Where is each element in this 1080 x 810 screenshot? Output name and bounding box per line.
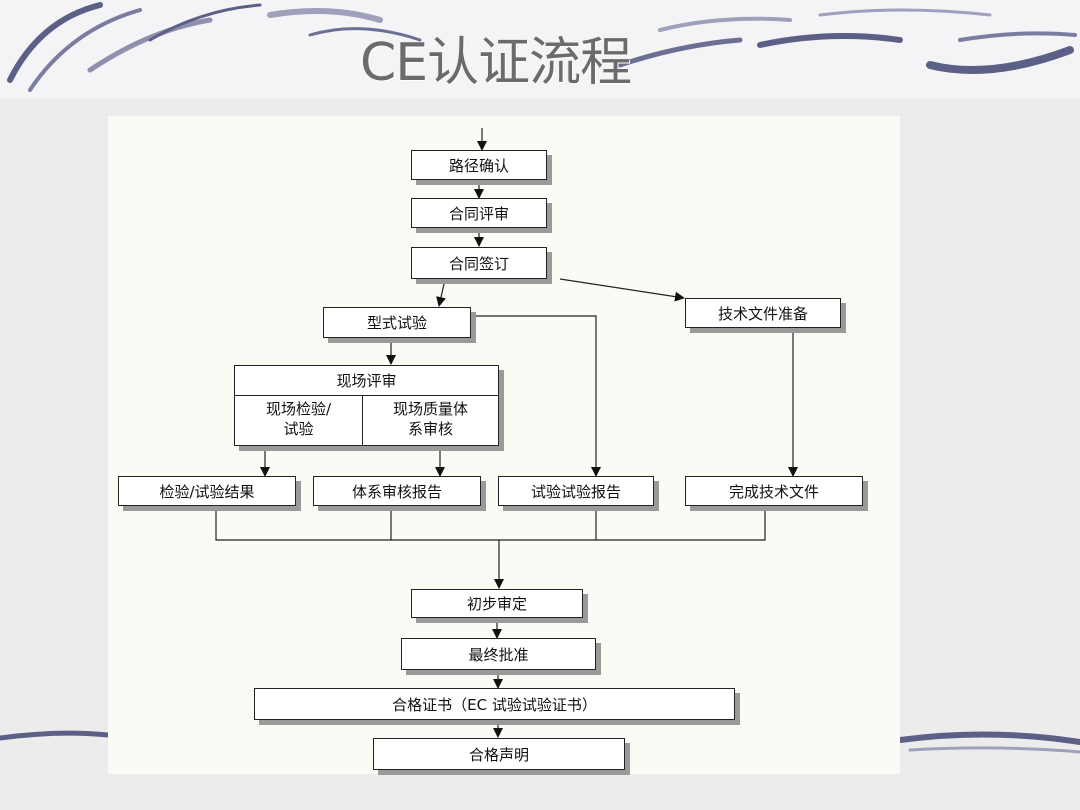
complete-tech-file-box: 完成技术文件 bbox=[685, 476, 863, 506]
certificate-box: 合格证书（EC 试验试验证书） bbox=[254, 688, 735, 720]
decorative-waves bbox=[0, 2, 1080, 754]
onsite-review-box: 现场评审 现场检验/ 试验 现场质量体 系审核 bbox=[234, 365, 499, 446]
path-confirm-box: 路径确认 bbox=[411, 150, 547, 180]
contract-review-box: 合同评审 bbox=[411, 198, 547, 228]
system-audit-report-box: 体系审核报告 bbox=[313, 476, 481, 506]
inspection-result-box: 检验/试验结果 bbox=[118, 476, 296, 506]
final-approval-box: 最终批准 bbox=[401, 638, 596, 670]
flowchart-panel: 路径确认 合同评审 合同签订 型式试验 技术文件准备 现场评审 现场检验/ 试验… bbox=[108, 116, 900, 774]
type-test-box: 型式试验 bbox=[323, 307, 471, 338]
onsite-inspection-label-line2: 试验 bbox=[283, 420, 314, 438]
test-report-box: 试验试验报告 bbox=[498, 476, 654, 506]
quality-audit-label-line2: 系审核 bbox=[407, 420, 453, 438]
onsite-review-dividers bbox=[235, 395, 498, 445]
contract-sign-box: 合同签订 bbox=[411, 247, 547, 279]
onsite-inspection-label-line1: 现场检验/ bbox=[265, 400, 332, 418]
declaration-box: 合格声明 bbox=[373, 738, 625, 770]
slide-title: CE认证流程 bbox=[360, 33, 632, 93]
onsite-review-label: 现场评审 bbox=[336, 372, 397, 390]
connector-lines bbox=[215, 128, 798, 738]
tech-file-prep-box: 技术文件准备 bbox=[685, 298, 841, 328]
preliminary-review-box: 初步审定 bbox=[411, 589, 583, 618]
quality-audit-label-line1: 现场质量体 bbox=[392, 400, 468, 418]
